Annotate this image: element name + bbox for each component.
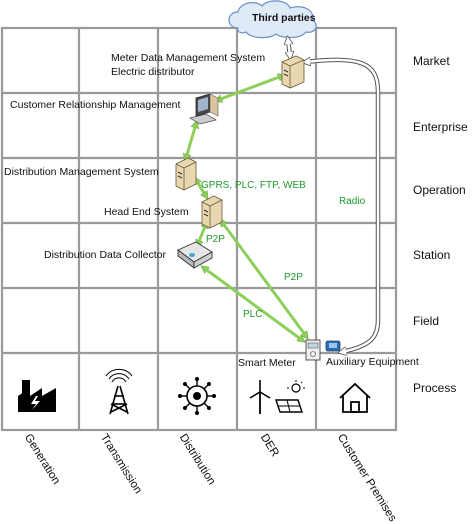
electric-distributor-label: Electric distributor bbox=[111, 66, 195, 78]
auxiliary-equipment-icon bbox=[325, 340, 341, 352]
protocols-label: GPRS, PLC, FTP, WEB bbox=[201, 180, 306, 191]
mdms-label: Meter Data Management System bbox=[111, 52, 266, 64]
plc-label: PLC bbox=[243, 309, 263, 320]
smart-meter-label: Smart Meter bbox=[238, 357, 296, 369]
hes-label: Head End System bbox=[104, 206, 189, 218]
zone-operation: Operation bbox=[413, 183, 466, 197]
p2p-lower-label: P2P bbox=[284, 272, 303, 283]
zone-field: Field bbox=[413, 314, 440, 328]
p2p-upper-label: P2P bbox=[206, 234, 225, 245]
zone-process: Process bbox=[413, 381, 457, 395]
distribution-network-icon bbox=[178, 377, 216, 415]
dms-server-icon bbox=[175, 157, 197, 191]
crm-dms-link bbox=[186, 124, 196, 158]
zone-station: Station bbox=[413, 248, 451, 262]
crm-label: Customer Relationship Management bbox=[10, 99, 181, 111]
dms-label: Distribution Management System bbox=[4, 166, 159, 178]
ddc-meter-link bbox=[204, 268, 302, 340]
auxiliary-equipment-label: Auxiliary Equipment bbox=[326, 356, 419, 368]
factory-icon bbox=[18, 380, 56, 412]
dms-hes-link bbox=[196, 180, 206, 196]
data-collector-icon bbox=[177, 241, 213, 269]
wind-solar-icon bbox=[249, 380, 305, 414]
mdms-crm-link bbox=[218, 76, 282, 100]
diagram-canvas bbox=[0, 0, 398, 432]
green-links bbox=[186, 76, 306, 340]
smart-meter-icon bbox=[305, 339, 321, 361]
hes-server-icon bbox=[201, 195, 223, 229]
grid bbox=[0, 26, 398, 432]
transmission-tower-icon bbox=[105, 368, 133, 415]
third-parties-cloud bbox=[228, 0, 317, 39]
zone-market: Market bbox=[413, 54, 450, 68]
hes-ddc-link bbox=[198, 224, 206, 244]
ddc-label: Distribution Data Collector bbox=[44, 249, 166, 261]
crm-workstation-icon bbox=[189, 93, 219, 125]
radio-label: Radio bbox=[339, 196, 366, 207]
house-icon bbox=[339, 382, 371, 413]
third-parties-label: Third parties bbox=[252, 12, 316, 24]
mdms-server-icon bbox=[281, 55, 305, 89]
zone-enterprise: Enterprise bbox=[413, 120, 468, 134]
